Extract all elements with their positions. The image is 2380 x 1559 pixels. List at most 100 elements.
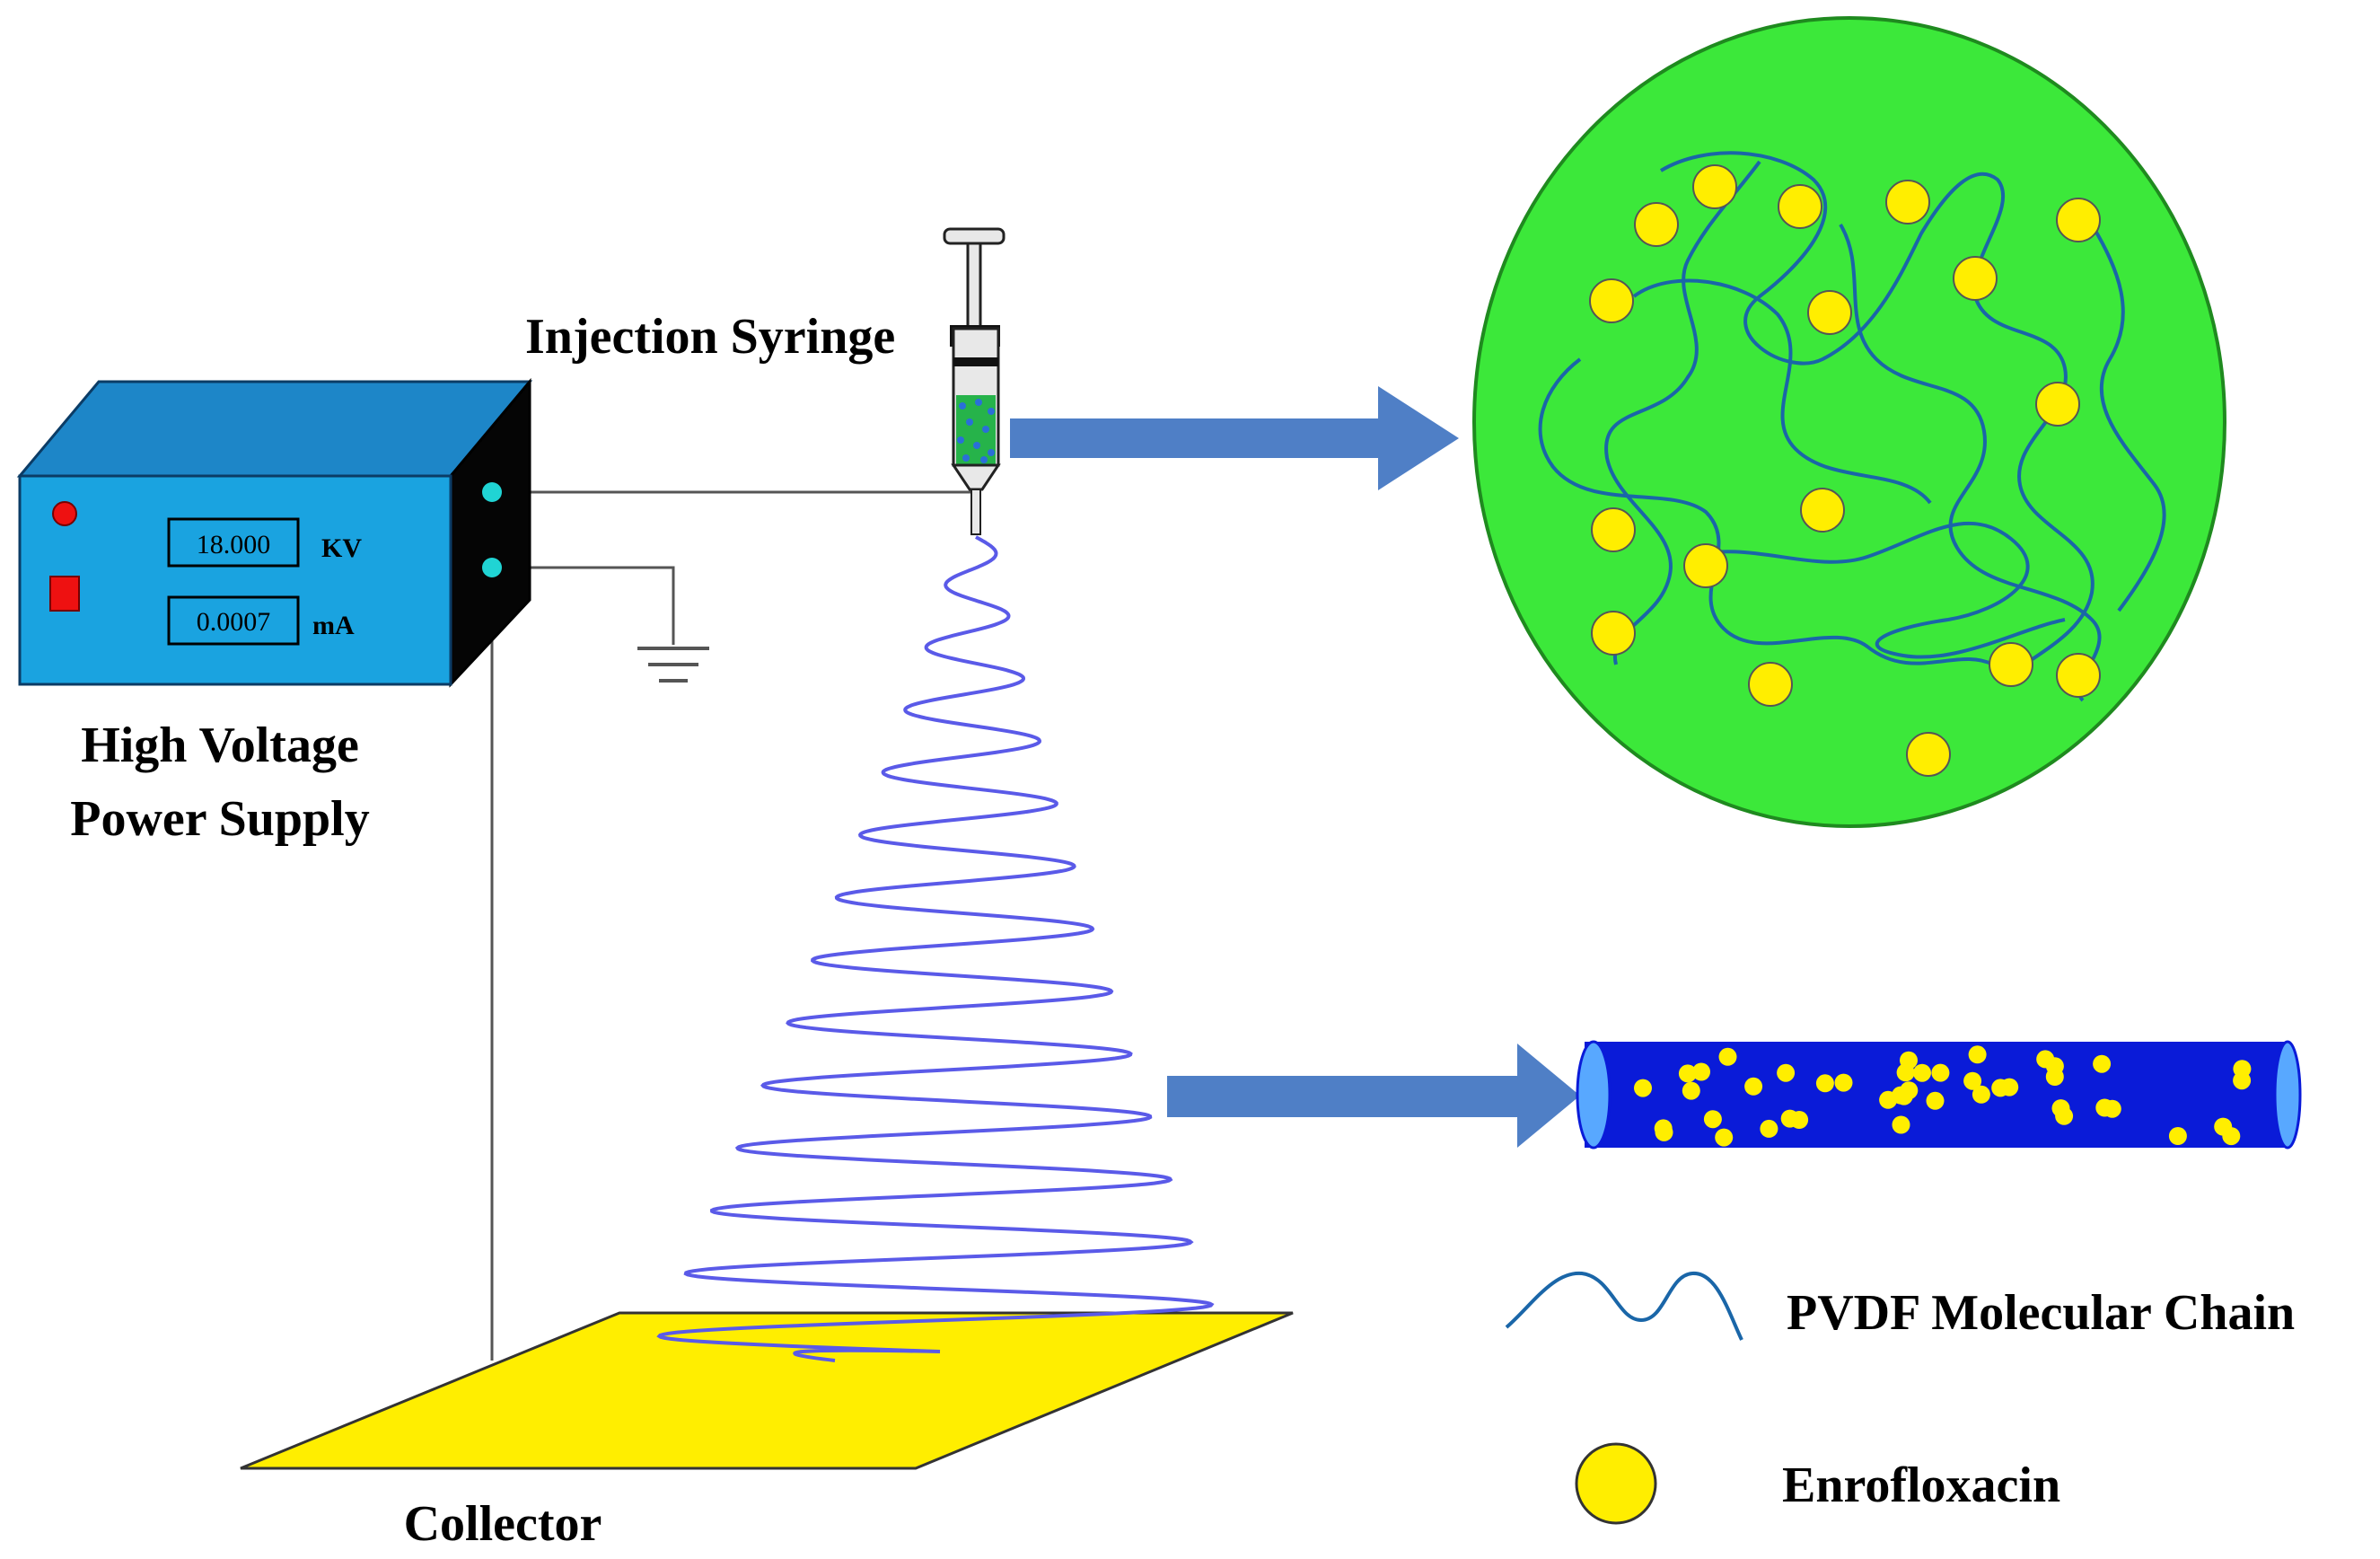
syringe-tip xyxy=(951,463,1001,491)
electrospinning-jet xyxy=(656,535,1215,1362)
syringe-particle xyxy=(988,449,995,456)
fiber-particle xyxy=(2214,1117,2233,1136)
arrow-to-magnified-view xyxy=(1010,386,1459,490)
pvdf-chain xyxy=(1659,151,2095,684)
fiber-particle xyxy=(1931,1063,1950,1082)
collector-plate xyxy=(240,1311,1294,1470)
syringe-particle xyxy=(973,442,980,449)
fiber-particle xyxy=(1703,1110,1722,1129)
syringe-plunger-head xyxy=(943,227,1006,245)
enrofloxacin-particle xyxy=(1800,488,1845,533)
fiber-particle xyxy=(2233,1071,2252,1090)
fiber-particle xyxy=(2093,1054,2112,1073)
injection-syringe xyxy=(943,227,1006,535)
fiber-particle xyxy=(1777,1063,1796,1082)
syringe-particle xyxy=(966,418,973,426)
pvdf-chain xyxy=(1604,160,1761,665)
fiber-particle xyxy=(1760,1119,1778,1138)
power-supply: 18.000 KV 0.0007 mA xyxy=(16,377,533,688)
power-supply-label-line1: High Voltage xyxy=(81,718,359,773)
fiber-particle xyxy=(1744,1077,1763,1096)
enrofloxacin-particle xyxy=(1589,278,1634,323)
fiber-particle xyxy=(1692,1062,1710,1081)
power-indicator-light xyxy=(52,501,77,526)
voltage-display xyxy=(167,517,300,568)
fiber-particle xyxy=(1892,1115,1910,1134)
wire-to-ground xyxy=(530,566,675,645)
legend: PVDF Molecular Chain Enrofloxacin xyxy=(1505,1271,2295,1525)
fiber-particle xyxy=(1682,1081,1700,1100)
fiber-enrofloxacin-particles xyxy=(1634,1045,2252,1147)
pvdf-chain xyxy=(1687,521,2066,659)
current-value: 0.0007 xyxy=(197,607,271,637)
enrofloxacin-particle xyxy=(1906,732,1951,777)
terminal-positive xyxy=(482,482,502,502)
syringe-particle xyxy=(982,426,989,433)
fiber-particle xyxy=(1968,1045,1987,1064)
enrofloxacin-particle xyxy=(1953,256,1998,301)
arrow-to-fiber xyxy=(1167,1044,1580,1148)
enrofloxacin-particle xyxy=(1591,507,1636,552)
fiber-end-left xyxy=(1576,1040,1612,1149)
fiber-particle xyxy=(1926,1091,1945,1110)
voltage-value: 18.000 xyxy=(197,530,271,559)
fiber-particle xyxy=(1655,1123,1673,1141)
fiber-particle xyxy=(1900,1051,1918,1070)
fiber-particle xyxy=(1834,1073,1853,1092)
fiber-particle xyxy=(2168,1127,2187,1145)
enrofloxacin-particle xyxy=(1807,290,1852,335)
pvdf-chain xyxy=(2090,223,2166,612)
enrofloxacin-particle xyxy=(1885,180,1930,225)
syringe-particle xyxy=(975,399,982,406)
power-supply-front xyxy=(18,474,452,686)
enrofloxacin-particle xyxy=(1748,662,1793,707)
syringe-plunger-rod xyxy=(966,242,982,330)
syringe-particle xyxy=(962,454,970,462)
enrofloxacin-particle xyxy=(2056,653,2101,698)
fiber-particle xyxy=(2000,1078,2019,1097)
fiber-particle xyxy=(1678,1064,1697,1083)
legend-drug-label: Enrofloxacin xyxy=(1782,1458,2060,1513)
legend-chain-icon xyxy=(1505,1271,1743,1341)
syringe-particle xyxy=(959,402,966,410)
pvdf-chain xyxy=(1632,278,1932,505)
pvdf-chain xyxy=(1839,223,2102,702)
syringe-label: Injection Syringe xyxy=(525,309,895,365)
voltage-unit: KV xyxy=(321,533,362,563)
collector-label: Collector xyxy=(404,1496,602,1552)
fiber-particle xyxy=(1963,1071,1982,1090)
fiber-particle xyxy=(1972,1085,1990,1104)
fiber-particle xyxy=(1913,1063,1931,1082)
power-switch-button xyxy=(49,576,80,612)
enrofloxacin-particle xyxy=(2056,198,2101,242)
syringe-particle xyxy=(957,436,964,444)
power-supply-label-line2: Power Supply xyxy=(70,791,369,847)
enrofloxacin-particle xyxy=(1989,642,2033,687)
fiber-particle xyxy=(1815,1074,1834,1093)
syringe-solution-particles xyxy=(957,399,995,463)
legend-drug-icon xyxy=(1575,1442,1657,1525)
fiber-particle xyxy=(2095,1098,2114,1117)
syringe-particle xyxy=(988,408,995,415)
fiber-particle xyxy=(1718,1047,1737,1066)
fiber-particle xyxy=(2055,1106,2074,1125)
enrofloxacin-particles xyxy=(1589,164,2101,777)
enrofloxacin-particle xyxy=(1683,543,1728,588)
wires xyxy=(490,490,979,1361)
fiber-particle xyxy=(1900,1081,1919,1100)
current-unit: mA xyxy=(312,611,355,640)
fiber-end-right xyxy=(2273,1040,2302,1149)
syringe-particle xyxy=(980,456,988,463)
nanofiber xyxy=(1576,1040,2302,1149)
fiber-particle xyxy=(1715,1128,1734,1147)
power-supply-top xyxy=(16,380,533,478)
enrofloxacin-particle xyxy=(1778,184,1822,229)
terminal-ground xyxy=(482,558,502,577)
ground-symbol xyxy=(637,647,709,683)
fiber-particle xyxy=(1780,1109,1799,1128)
enrofloxacin-particle xyxy=(1591,611,1636,656)
fiber-particle xyxy=(1634,1079,1652,1097)
fiber-particle xyxy=(2045,1068,2064,1086)
current-display xyxy=(167,595,300,646)
